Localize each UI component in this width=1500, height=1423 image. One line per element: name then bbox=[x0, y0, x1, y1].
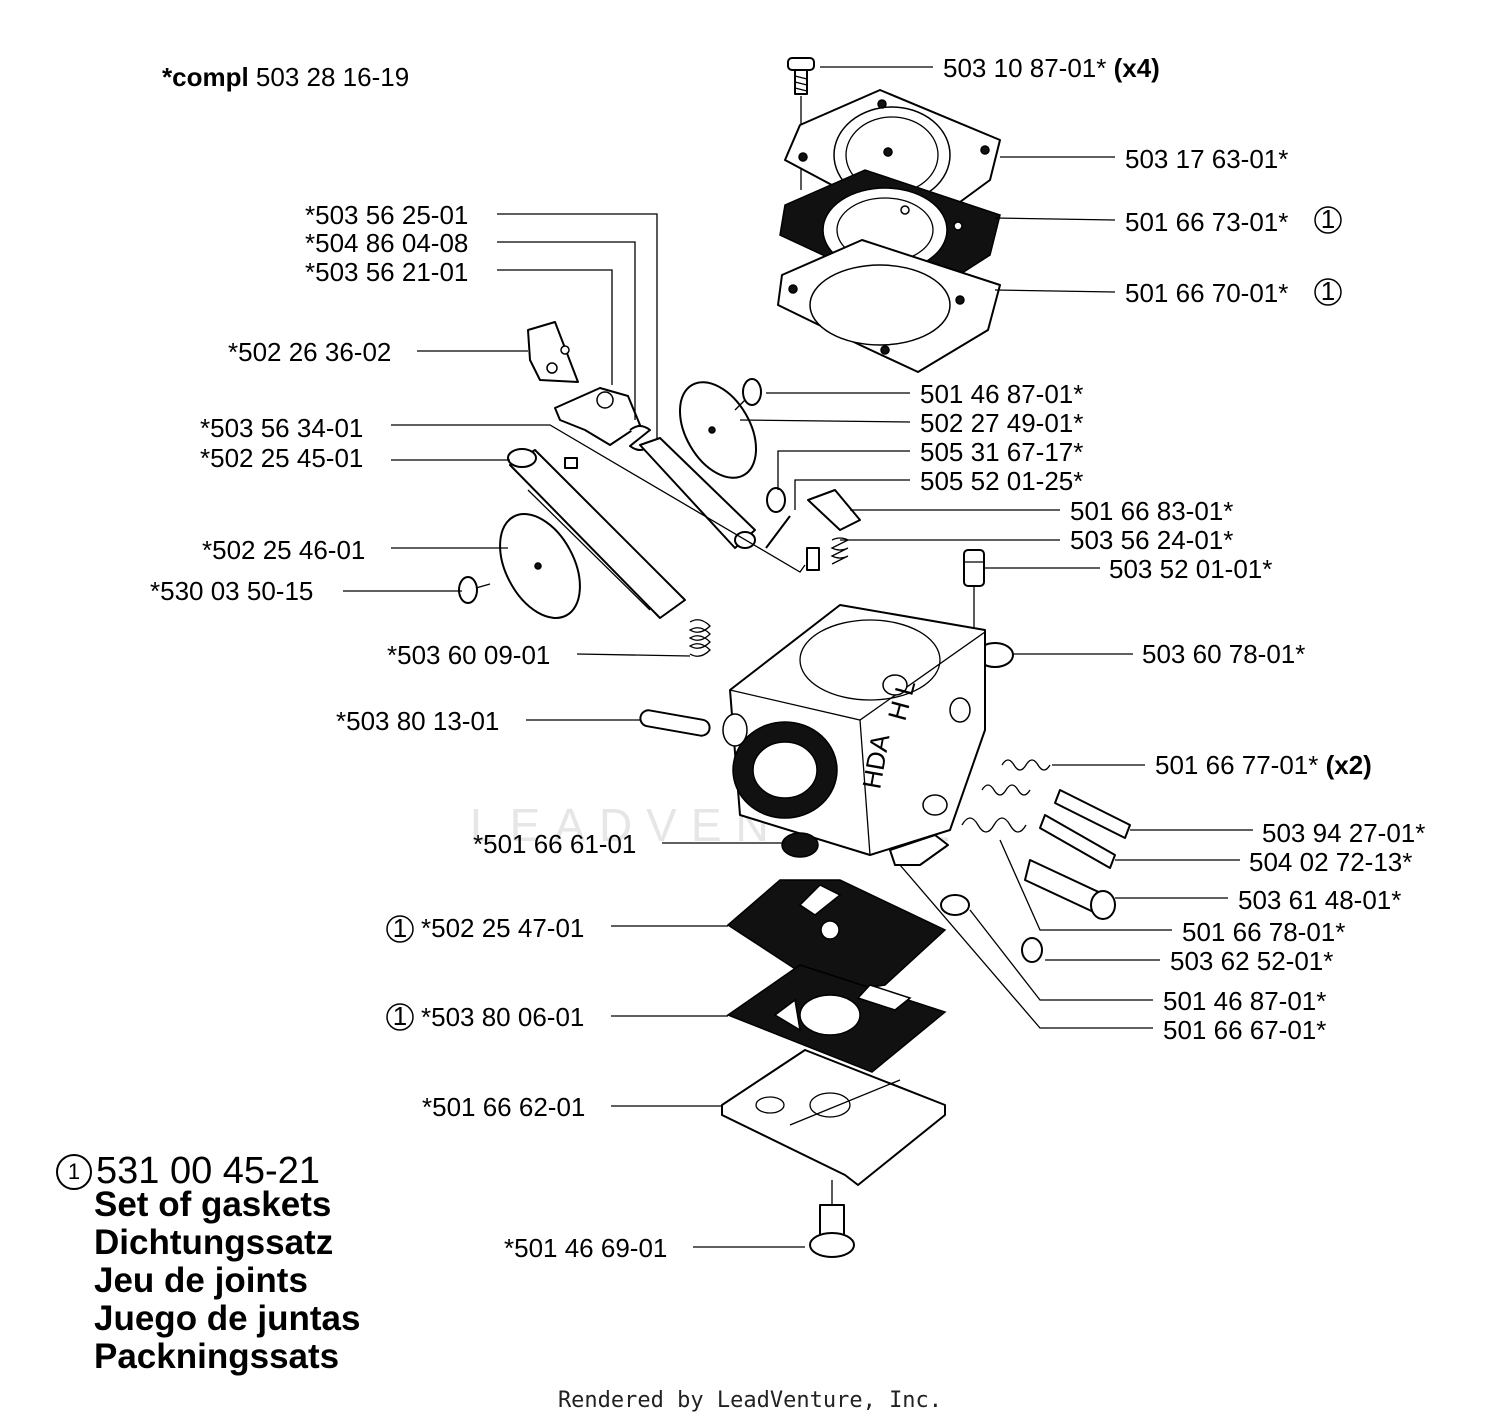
circled-one-icon: 1 bbox=[386, 913, 414, 943]
choke-valve-icon bbox=[679, 381, 757, 479]
part-label: 501 46 87-01* bbox=[920, 379, 1083, 409]
circled-one-icon: 1 bbox=[1314, 276, 1342, 306]
throttle-shaft-icon bbox=[507, 448, 686, 619]
gasket-set-name-en: Set of gaskets bbox=[94, 1185, 332, 1224]
gasket-set-markers: 1 1 1 1 bbox=[386, 204, 1342, 1031]
callout-labels: 503 10 87-01* (x4) 503 17 63-01* 501 66 … bbox=[150, 53, 1425, 1263]
footer-credit: Rendered by LeadVenture, Inc. bbox=[557, 1388, 943, 1413]
part-label: *503 80 06-01 bbox=[421, 1002, 584, 1032]
part-label: 501 66 67-01* bbox=[1163, 1015, 1326, 1045]
gasket-set-number-text: 531 00 45-21 bbox=[96, 1150, 320, 1192]
part-label: *502 26 36-02 bbox=[228, 337, 391, 367]
part-label: 503 52 01-01* bbox=[1109, 554, 1272, 584]
part-label: *501 46 69-01 bbox=[504, 1233, 667, 1263]
part-label: *503 56 25-01 bbox=[305, 200, 468, 230]
throttle-lever-icon bbox=[554, 387, 651, 451]
needle-valve-icon bbox=[765, 487, 861, 571]
filter-screen-icon bbox=[781, 832, 819, 858]
gasket-set-name-fr: Jeu de joints bbox=[94, 1261, 308, 1300]
metering-gasket-icon bbox=[726, 964, 947, 1073]
part-label: 503 62 52-01* bbox=[1170, 946, 1333, 976]
gasket-set-name-de: Dichtungssatz bbox=[94, 1223, 334, 1262]
part-label: 503 94 27-01* bbox=[1262, 818, 1425, 848]
part-label: *503 80 13-01 bbox=[336, 706, 499, 736]
return-spring-icon bbox=[688, 619, 711, 657]
gasket-set-name-es: Juego de juntas bbox=[94, 1299, 361, 1338]
svg-text:1: 1 bbox=[1321, 204, 1335, 234]
part-label: *503 56 21-01 bbox=[305, 257, 468, 287]
cover-screw-icon bbox=[787, 57, 815, 95]
part-label: *501 66 61-01 bbox=[473, 829, 636, 859]
circled-one-icon: 1 bbox=[386, 1001, 414, 1031]
part-label: *501 66 62-01 bbox=[422, 1092, 585, 1122]
part-label: 505 52 01-25* bbox=[920, 466, 1083, 496]
part-label: 504 02 72-13* bbox=[1249, 847, 1412, 877]
part-label: 503 61 48-01* bbox=[1238, 885, 1401, 915]
part-label: 501 46 87-01* bbox=[1163, 986, 1326, 1016]
carburetor-parts-drawing bbox=[458, 57, 1131, 1258]
fuel-pipe-icon bbox=[639, 709, 711, 737]
metering-cover-icon bbox=[721, 1049, 946, 1186]
part-label: *502 25 47-01 bbox=[421, 913, 584, 943]
part-label: 501 66 70-01* bbox=[1125, 278, 1288, 308]
part-label: *502 25 45-01 bbox=[200, 443, 363, 473]
part-label: 501 66 78-01* bbox=[1182, 917, 1345, 947]
pump-gasket-icon bbox=[777, 239, 1001, 373]
part-label: 502 27 49-01* bbox=[920, 408, 1083, 438]
valve-screw-icon-2 bbox=[458, 576, 491, 604]
part-label: *504 86 04-08 bbox=[305, 228, 468, 258]
bottom-screw-icon bbox=[809, 1180, 855, 1258]
leader-lines bbox=[343, 66, 1253, 1248]
svg-text:1: 1 bbox=[1321, 276, 1335, 306]
part-label: *530 03 50-15 bbox=[150, 576, 313, 606]
part-label: 505 31 67-17* bbox=[920, 437, 1083, 467]
part-label: 503 17 63-01* bbox=[1125, 144, 1288, 174]
part-label: 503 60 78-01* bbox=[1142, 639, 1305, 669]
circled-one-icon: 1 bbox=[56, 1154, 92, 1190]
carburetor-body-icon bbox=[722, 604, 986, 856]
svg-text:1: 1 bbox=[393, 1001, 407, 1031]
part-label: *503 56 34-01 bbox=[200, 413, 363, 443]
choke-shaft-icon bbox=[639, 437, 756, 549]
part-label: 503 56 24-01* bbox=[1070, 525, 1233, 555]
compl-label: *compl 503 28 16-19 bbox=[162, 62, 409, 92]
valve-screw-icon bbox=[734, 378, 762, 411]
part-label: *503 60 09-01 bbox=[387, 640, 550, 670]
part-label: 503 10 87-01* (x4) bbox=[943, 53, 1160, 83]
part-label: 501 66 83-01* bbox=[1070, 496, 1233, 526]
metering-diaphragm-icon bbox=[726, 879, 947, 994]
circled-one-icon: 1 bbox=[1314, 204, 1342, 234]
adjusting-needles-icon bbox=[961, 759, 1131, 920]
gasket-set-name-sv: Packningssats bbox=[94, 1337, 340, 1376]
choke-lever-icon bbox=[889, 834, 1043, 963]
part-label: 501 66 77-01* (x2) bbox=[1155, 750, 1372, 780]
part-label: 501 66 73-01* bbox=[1125, 207, 1288, 237]
part-label: *502 25 46-01 bbox=[202, 535, 365, 565]
bracket-icon bbox=[527, 321, 579, 383]
svg-text:1: 1 bbox=[393, 913, 407, 943]
